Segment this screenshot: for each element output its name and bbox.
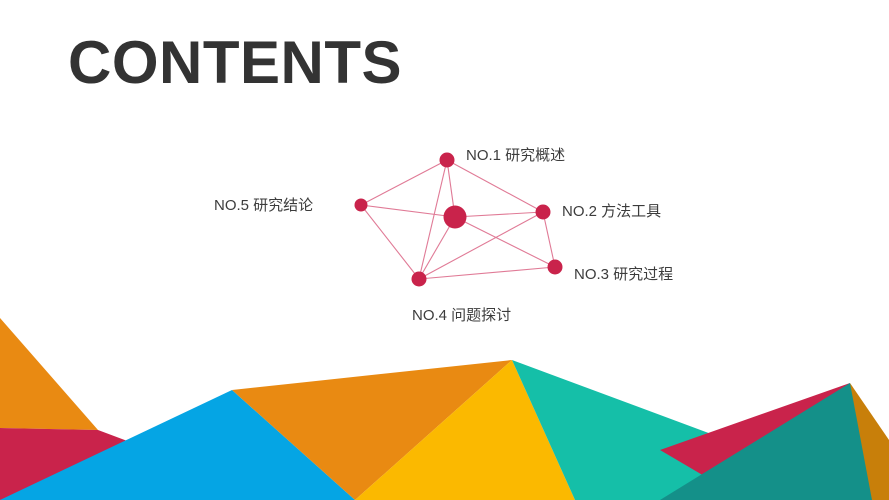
network-edge-layer bbox=[360, 159, 556, 280]
network-edge bbox=[360, 204, 420, 280]
network-node-no5[interactable] bbox=[354, 198, 368, 212]
network-node-no1[interactable] bbox=[439, 152, 455, 168]
network-edge bbox=[418, 216, 456, 280]
network-edge bbox=[454, 211, 544, 218]
network-edge bbox=[446, 159, 544, 213]
network-edge bbox=[360, 159, 448, 206]
polygon-teal-peak bbox=[660, 383, 889, 500]
polygon-orange-mid bbox=[232, 360, 512, 500]
network-edge bbox=[418, 211, 544, 280]
polygon-orange-left bbox=[0, 318, 98, 430]
node-label-no5[interactable]: NO.5 研究结论 bbox=[214, 197, 314, 214]
node-label-no4[interactable]: NO.4 问题探讨 bbox=[412, 307, 512, 324]
network-edge bbox=[418, 266, 556, 280]
network-edge bbox=[454, 216, 556, 268]
polygon-amber-peak bbox=[355, 360, 575, 500]
polygon-blue-left bbox=[0, 390, 355, 500]
network-node-center[interactable] bbox=[443, 205, 467, 229]
network-node-no3[interactable] bbox=[547, 259, 563, 275]
network-edge bbox=[418, 159, 448, 280]
network-node-no4[interactable] bbox=[411, 271, 427, 287]
network-node-no2[interactable] bbox=[535, 204, 551, 220]
node-label-no1[interactable]: NO.1 研究概述 bbox=[466, 147, 566, 164]
node-label-no3[interactable]: NO.3 研究过程 bbox=[574, 266, 674, 283]
network-edge bbox=[360, 204, 456, 218]
page-title: CONTENTS bbox=[68, 29, 402, 96]
node-label-no2[interactable]: NO.2 方法工具 bbox=[562, 203, 662, 220]
polygon-dark-orange-right bbox=[850, 383, 889, 500]
geometric-polygon-band bbox=[0, 318, 889, 500]
network-edge bbox=[542, 211, 556, 268]
network-node-layer bbox=[354, 152, 563, 287]
